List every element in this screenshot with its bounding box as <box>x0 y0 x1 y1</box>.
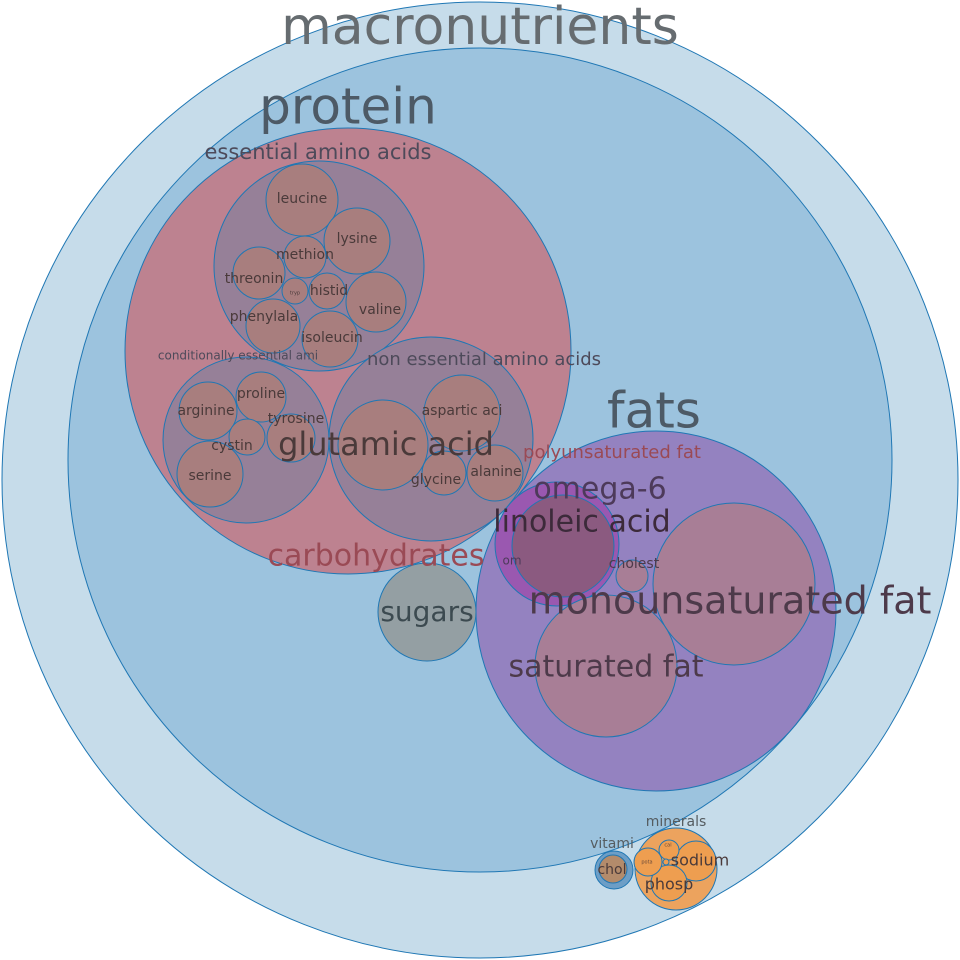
label-poly: polyunsaturated fat <box>523 442 701 463</box>
label-sugars: sugars <box>380 595 473 628</box>
circle-cal[interactable] <box>658 839 680 861</box>
label-methion: methion <box>276 247 334 263</box>
circle-serine[interactable] <box>176 440 244 508</box>
label-arginine: arginine <box>177 403 234 419</box>
circle-glycine[interactable] <box>421 450 467 496</box>
label-vitamins: vitami <box>590 836 634 852</box>
label-carbohydrates: carbohydrates <box>268 539 485 574</box>
label-tryp: tryp <box>290 291 300 297</box>
label-cystin: cystin <box>211 438 253 454</box>
circle-sodium[interactable] <box>675 840 717 882</box>
circle-glutamic[interactable] <box>337 399 429 491</box>
label-saturated: saturated fat <box>508 650 703 685</box>
label-cal: cal <box>664 843 671 849</box>
circle-saturated[interactable] <box>534 594 678 738</box>
label-alanine: alanine <box>470 464 521 480</box>
label-leucine: leucine <box>277 191 327 207</box>
label-cholest: cholest <box>609 556 660 572</box>
label-nonessential: non essential amino acids <box>367 349 601 370</box>
circle-methion[interactable] <box>283 235 327 279</box>
circle-valine[interactable] <box>345 271 407 333</box>
label-sodium: sodium <box>671 851 729 870</box>
circle-mono[interactable] <box>652 502 816 666</box>
circle-cholest[interactable] <box>615 559 649 593</box>
circle-phosp[interactable] <box>650 864 688 902</box>
label-mono: monounsaturated fat <box>529 579 932 623</box>
label-phosp: phosp <box>645 875 694 894</box>
label-conditional: conditionally essential ami <box>158 349 318 363</box>
circle-pota[interactable] <box>633 847 663 877</box>
label-linoleic: linoleic acid <box>493 505 670 540</box>
circle-isoleucin[interactable] <box>301 310 359 368</box>
label-proline: proline <box>237 386 285 402</box>
label-pota: pota <box>641 860 652 866</box>
circle-lysine[interactable] <box>323 207 391 275</box>
label-protein: protein <box>259 78 437 136</box>
circle-cystin[interactable] <box>228 418 266 456</box>
circle-arginine[interactable] <box>178 381 238 441</box>
circle-threonin[interactable] <box>232 246 286 300</box>
circle-proline[interactable] <box>235 371 287 423</box>
label-fats: fats <box>607 382 701 440</box>
circle-trace[interactable] <box>662 858 670 866</box>
circle-tryp[interactable] <box>281 277 309 305</box>
label-essential: essential amino acids <box>205 140 432 164</box>
circle-alanine[interactable] <box>466 444 524 502</box>
label-isoleucin: isoleucin <box>301 330 363 346</box>
label-aspartic: aspartic aci <box>422 403 503 419</box>
label-histid: histid <box>310 283 348 299</box>
label-lysine: lysine <box>337 231 378 247</box>
label-threonin: threonin <box>225 271 284 287</box>
label-om: om <box>502 554 521 568</box>
label-glutamic: glutamic acid <box>278 425 494 463</box>
circle-choline[interactable] <box>598 854 628 884</box>
label-serine: serine <box>188 468 231 484</box>
label-macronutrients: macronutrients <box>281 0 679 57</box>
label-minerals: minerals <box>646 814 707 830</box>
circle-tyrosine[interactable] <box>266 413 316 463</box>
labels-layer: macronutrients protein essential amino aci… <box>158 0 932 894</box>
circle-histid[interactable] <box>308 272 346 310</box>
label-glycine: glycine <box>411 472 461 488</box>
label-omega6: omega-6 <box>533 472 666 507</box>
label-tyrosine: tyrosine <box>268 411 324 427</box>
circle-aspartic[interactable] <box>423 374 501 452</box>
label-valine: valine <box>359 302 401 318</box>
label-choline: chol <box>597 862 626 878</box>
label-phenylala: phenylala <box>230 309 298 325</box>
circle-linoleic[interactable] <box>511 494 615 598</box>
circle-phenylala[interactable] <box>245 298 301 354</box>
